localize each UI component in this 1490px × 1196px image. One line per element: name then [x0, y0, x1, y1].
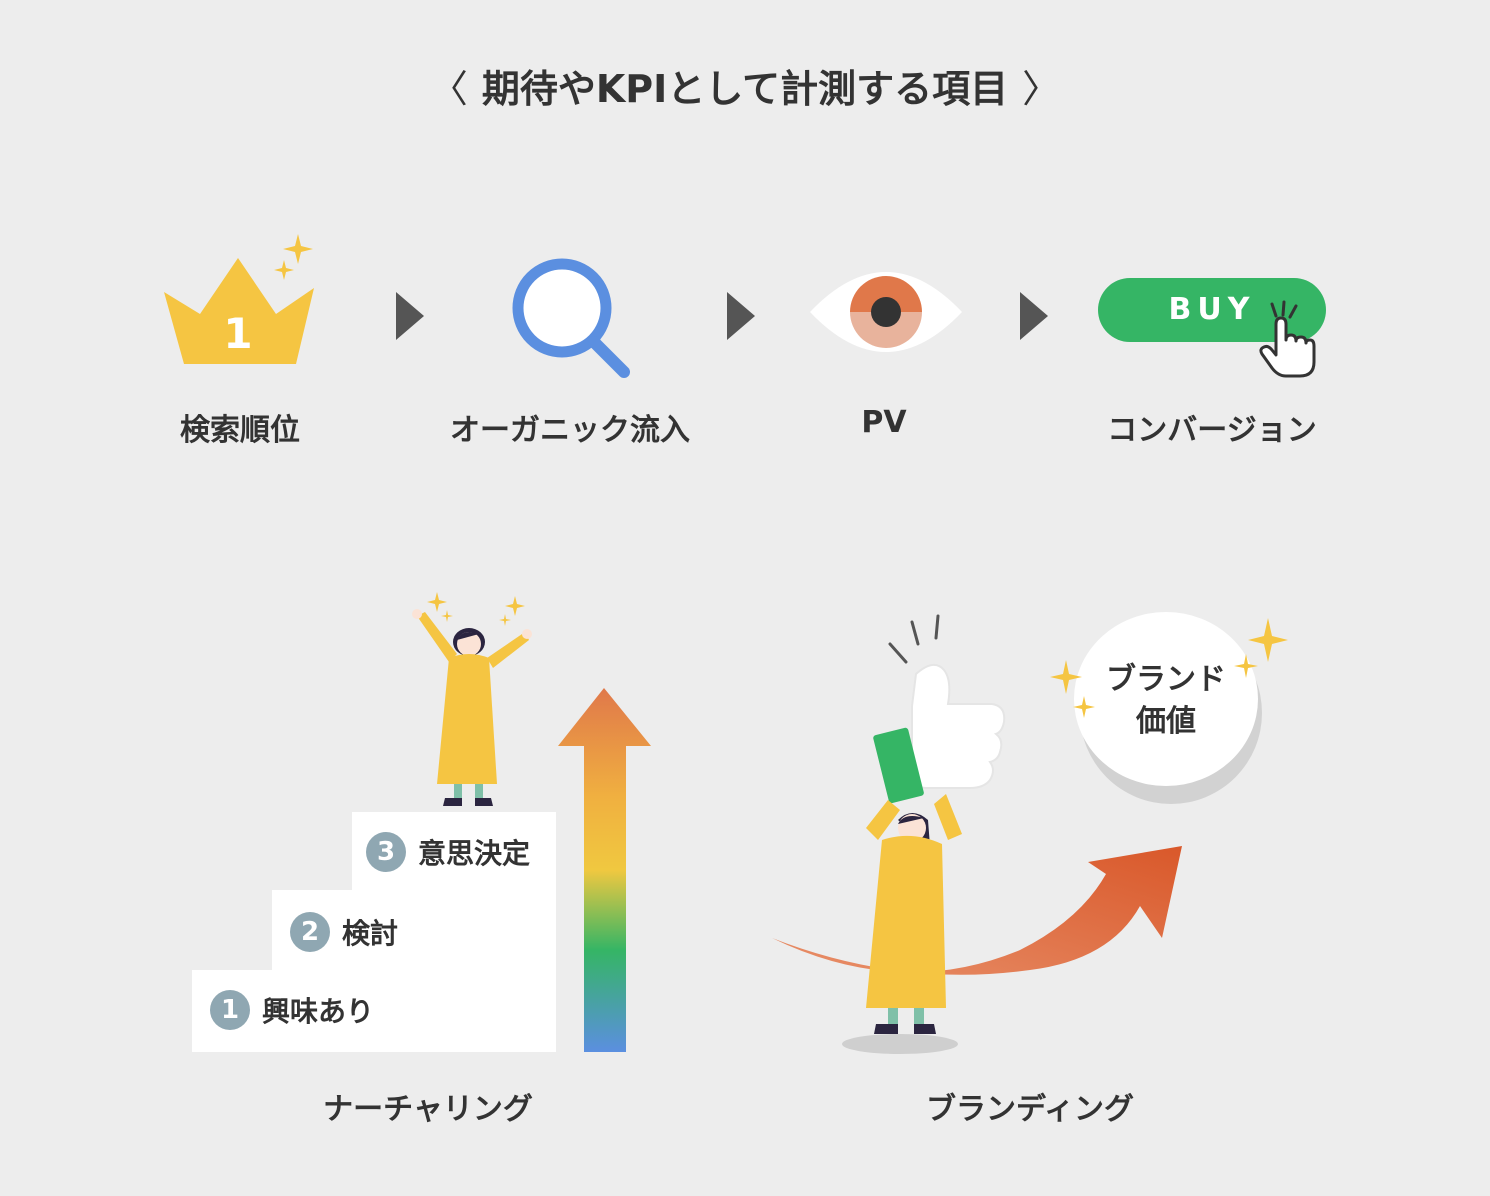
step-item-interest: 1 興味あり	[210, 990, 374, 1030]
cursor-hand-icon	[1254, 300, 1318, 382]
title-text: 期待やKPIとして計測する項目	[481, 67, 1009, 111]
flow-label-ranking: 検索順位	[180, 413, 300, 448]
curved-arrow-icon	[770, 770, 1190, 980]
nurturing-label: ナーチャリング	[323, 1092, 533, 1127]
magnifier-icon	[510, 258, 634, 382]
thumbs-up-person-illustration	[838, 614, 1018, 1056]
buy-button[interactable]: BUY	[1098, 278, 1326, 342]
flow-arrow-icon	[396, 292, 424, 340]
crown-badge-number: 1	[223, 309, 252, 358]
step-label: 検討	[342, 917, 399, 950]
eye-icon	[808, 266, 964, 358]
step-number-badge: 3	[366, 832, 406, 872]
sparkle-icon	[1040, 610, 1290, 730]
step-item-decision: 3 意思決定	[366, 832, 530, 872]
right-bracket: 〉	[1022, 67, 1061, 111]
step-label: 意思決定	[418, 837, 531, 870]
step-number-badge: 2	[290, 912, 330, 952]
flow-label-organic: オーガニック流入	[450, 413, 690, 448]
flow-arrow-icon	[1020, 292, 1048, 340]
branding-label: ブランディング	[926, 1092, 1134, 1127]
growth-arrow-icon	[556, 688, 652, 1054]
left-bracket: 〈	[429, 67, 468, 111]
flow-label-pv: PV	[861, 405, 907, 440]
step-label: 興味あり	[262, 995, 375, 1028]
step-item-consider: 2 検討	[290, 912, 398, 952]
page-title: 〈期待やKPIとして計測する項目〉	[0, 58, 1490, 113]
buy-button-label: BUY	[1168, 292, 1256, 327]
brand-value-line1: ブランド	[1106, 662, 1226, 697]
step-number-badge: 1	[210, 990, 250, 1030]
brand-value-line2: 価値	[1136, 704, 1196, 739]
step-block-1	[192, 970, 556, 1052]
flow-arrow-icon	[727, 292, 755, 340]
brand-value-circle: ブランド 価値	[1074, 612, 1258, 786]
celebrating-person-illustration	[405, 590, 535, 815]
flow-label-conversion: コンバージョン	[1107, 413, 1317, 448]
crown-icon: 1	[160, 230, 320, 370]
